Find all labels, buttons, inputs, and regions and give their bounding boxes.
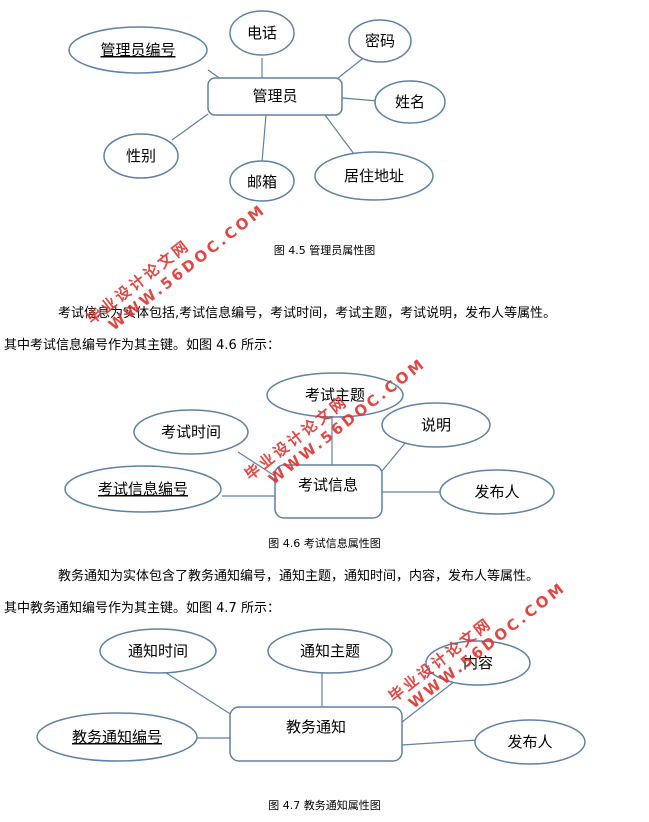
- paragraph-exam-info-line1: 考试信息为实体包括,考试信息编号，考试时间，考试主题，考试说明，发布人等属性。: [58, 306, 557, 321]
- attr-notice-id-label: 教务通知编号: [72, 728, 162, 746]
- attr-exam-topic: [266, 372, 404, 418]
- attr-name-label: 姓名: [395, 93, 425, 111]
- paragraph-notice-line1: 教务通知为实体包含了教务通知编号，通知主题，通知时间，内容，发布人等属性。: [58, 569, 540, 584]
- attr-password-label: 密码: [365, 32, 395, 50]
- edge-notice-time: [159, 668, 236, 718]
- attr-exam-time-label: 考试时间: [161, 423, 221, 441]
- entity-exam-info-label: 考试信息: [298, 476, 358, 494]
- attr-address-label: 居住地址: [344, 167, 404, 185]
- attr-email-label: 邮箱: [247, 173, 277, 191]
- attr-notice-content: [425, 640, 531, 686]
- attr-exam-publisher-label: 发布人: [474, 483, 519, 501]
- attr-email: [229, 160, 295, 202]
- attr-exam-publisher: [439, 469, 555, 515]
- attr-gender-label: 性别: [126, 147, 156, 165]
- attr-exam-topic-label: 考试主题: [305, 386, 365, 404]
- edge-notice-content: [401, 680, 456, 723]
- figure-caption-4-5: 图 4.5 管理员属性图: [273, 244, 376, 257]
- attr-exam-desc: [381, 402, 491, 448]
- entity-admin: [207, 77, 343, 116]
- attr-notice-publisher-label: 发布人: [507, 733, 552, 751]
- attr-notice-content-label: 内容: [463, 654, 493, 672]
- edge-exam-time: [237, 451, 276, 477]
- attr-name: [374, 80, 446, 124]
- attr-exam-id-label: 考试信息编号: [98, 480, 188, 498]
- attr-exam-desc-label: 说明: [421, 416, 451, 434]
- attr-exam-id: [64, 465, 222, 513]
- attr-notice-time-label: 通知时间: [128, 642, 188, 660]
- figure-caption-4-6: 图 4.6 考试信息属性图: [268, 537, 381, 550]
- diagram-notice-attributes: 通知时间 通知主题 内容 教务通知 教务通知编号 发布人: [36, 628, 586, 765]
- entity-exam-info: [274, 464, 383, 519]
- attr-password: [348, 19, 412, 63]
- entity-notice: [229, 706, 403, 762]
- attr-notice-id: [36, 712, 198, 762]
- attr-admin-id: [68, 26, 208, 74]
- attr-phone-label: 电话: [247, 24, 277, 42]
- edge-address: [324, 114, 358, 159]
- diagram-admin-attributes: 电话 密码 管理员编号 管理员 姓名 性别 邮箱 居住地址: [68, 10, 446, 202]
- attr-notice-topic-label: 通知主题: [300, 642, 360, 660]
- edge-notice-publisher: [401, 739, 479, 746]
- diagram-exam-info-attributes: 考试主题 考试时间 说明 考试信息 考试信息编号 发布人: [64, 372, 555, 519]
- edge-name: [341, 97, 379, 102]
- attr-notice-time: [99, 628, 217, 674]
- figure-caption-4-7: 图 4.7 教务通知属性图: [268, 799, 381, 812]
- attr-exam-time: [133, 409, 249, 455]
- paragraph-notice-line2: 其中教务通知编号作为其主键。如图 4.7 所示：: [4, 601, 280, 616]
- attr-address: [314, 151, 434, 201]
- edge-exam-desc: [381, 441, 407, 472]
- attr-gender: [103, 133, 179, 179]
- entity-admin-label: 管理员: [252, 87, 297, 105]
- paragraph-exam-info-line2: 其中考试信息编号作为其主键。如图 4.6 所示：: [4, 338, 280, 353]
- attr-notice-topic: [267, 628, 393, 674]
- attr-notice-publisher: [474, 719, 586, 765]
- attr-admin-id-label: 管理员编号: [100, 41, 175, 59]
- entity-notice-label: 教务通知: [286, 718, 346, 736]
- attr-phone: [229, 10, 295, 56]
- edge-email: [261, 114, 267, 163]
- edge-gender: [171, 113, 209, 141]
